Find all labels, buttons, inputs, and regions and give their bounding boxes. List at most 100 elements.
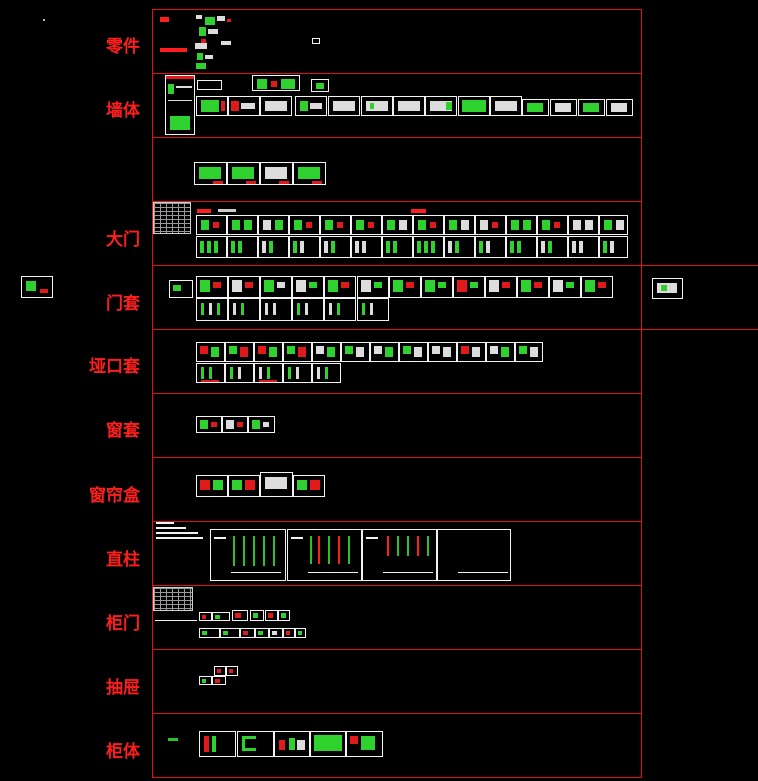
wall-sheet[interactable] xyxy=(550,99,577,116)
row-label-window-frame[interactable]: 窗套 xyxy=(106,421,140,441)
door-sheet[interactable] xyxy=(506,236,537,258)
opening-frame-sheet[interactable] xyxy=(254,342,283,362)
row-label-cabinet-body[interactable]: 柜体 xyxy=(106,742,140,762)
door-sheet[interactable] xyxy=(289,236,320,258)
door-sheet[interactable] xyxy=(351,236,382,258)
row-label-drawer[interactable]: 抽屉 xyxy=(106,678,140,698)
door-frame-sheet[interactable] xyxy=(357,298,389,321)
opening-frame-sheet[interactable] xyxy=(312,363,341,383)
door-frame-sheet[interactable] xyxy=(196,276,228,298)
door-frame-sheet[interactable] xyxy=(260,276,292,298)
wall-sheet[interactable] xyxy=(606,99,633,116)
blank-row-sheet[interactable] xyxy=(293,162,326,185)
window-frame-sheet[interactable] xyxy=(222,416,248,433)
row-label-wall[interactable]: 墙体 xyxy=(106,101,140,121)
door-sheet[interactable] xyxy=(382,236,413,258)
cabinet-door-sheet[interactable] xyxy=(240,628,255,638)
door-frame-sheet[interactable] xyxy=(485,276,517,298)
row-label-opening-frame[interactable]: 垭口套 xyxy=(89,357,140,377)
cabinet-body-sheet[interactable] xyxy=(274,731,310,757)
column-sheet[interactable] xyxy=(287,529,362,581)
door-frame-sheet[interactable] xyxy=(196,298,228,321)
door-frame-sheet[interactable] xyxy=(517,276,549,298)
door-frame-sheet[interactable] xyxy=(581,276,613,298)
wall-sheet[interactable] xyxy=(228,96,260,116)
cabinet-door-sheet[interactable] xyxy=(269,628,283,638)
door-sheet[interactable] xyxy=(537,215,568,235)
door-frame-sheet[interactable] xyxy=(292,298,324,321)
door-sheet[interactable] xyxy=(537,236,568,258)
curtain-box-sheet[interactable] xyxy=(228,475,260,497)
column-sheet[interactable] xyxy=(362,529,437,581)
door-sheet[interactable] xyxy=(568,215,599,235)
cabinet-door-schedule-table[interactable] xyxy=(153,587,193,611)
curtain-box-sheet[interactable] xyxy=(293,475,325,497)
door-frame-outside-left-sheet[interactable] xyxy=(21,276,53,298)
wall-sheet[interactable] xyxy=(458,96,490,116)
drawer-sheet[interactable] xyxy=(212,676,226,685)
curtain-box-sheet[interactable] xyxy=(196,475,228,497)
opening-frame-sheet[interactable] xyxy=(428,342,457,362)
door-sheet[interactable] xyxy=(475,215,506,235)
door-sheet[interactable] xyxy=(227,236,258,258)
opening-frame-sheet[interactable] xyxy=(457,342,486,362)
door-frame-outside-right-sheet[interactable] xyxy=(652,278,683,299)
drawer-sheet[interactable] xyxy=(226,666,238,676)
blank-row-sheet[interactable] xyxy=(260,162,293,185)
opening-frame-sheet[interactable] xyxy=(254,363,283,383)
door-frame-sheet[interactable] xyxy=(228,298,260,321)
wall-legend-table[interactable] xyxy=(165,75,195,135)
row-label-column[interactable]: 直柱 xyxy=(106,550,140,570)
cabinet-door-sheet[interactable] xyxy=(255,628,269,638)
cabinet-door-sheet[interactable] xyxy=(250,610,264,621)
drawer-sheet[interactable] xyxy=(214,666,226,676)
door-frame-sheet[interactable] xyxy=(421,276,453,298)
row-label-parts[interactable]: 零件 xyxy=(106,37,140,57)
door-sheet[interactable] xyxy=(568,236,599,258)
column-sheet-empty[interactable] xyxy=(437,529,511,581)
cabinet-door-sheet[interactable] xyxy=(220,628,240,638)
wall-sheet[interactable] xyxy=(361,96,393,116)
wall-sheet[interactable] xyxy=(425,96,457,116)
door-frame-sheet[interactable] xyxy=(453,276,485,298)
window-frame-sheet[interactable] xyxy=(248,416,275,433)
row-label-curtain-box[interactable]: 窗帘盒 xyxy=(89,486,140,506)
drawer-sheet[interactable] xyxy=(199,676,212,685)
door-frame-sheet[interactable] xyxy=(324,298,356,321)
cabinet-door-sheet[interactable] xyxy=(199,628,220,638)
door-sheet[interactable] xyxy=(444,215,475,235)
cabinet-door-sheet[interactable] xyxy=(212,612,230,621)
wall-sheet[interactable] xyxy=(328,96,360,116)
door-frame-sheet[interactable] xyxy=(228,276,260,298)
row-label-door[interactable]: 大门 xyxy=(106,230,140,250)
door-sheet[interactable] xyxy=(320,215,351,235)
door-schedule-table[interactable] xyxy=(153,202,191,234)
door-frame-sheet[interactable] xyxy=(549,276,581,298)
cabinet-door-sheet[interactable] xyxy=(283,628,295,638)
opening-frame-sheet[interactable] xyxy=(341,342,370,362)
door-frame-sheet[interactable] xyxy=(260,298,292,321)
cabinet-door-sheet[interactable] xyxy=(232,610,248,621)
cabinet-body-sheet[interactable] xyxy=(346,731,383,757)
door-sheet[interactable] xyxy=(258,215,289,235)
opening-frame-sheet[interactable] xyxy=(370,342,399,362)
wall-sheet[interactable] xyxy=(295,96,327,116)
door-sheet[interactable] xyxy=(320,236,351,258)
door-sheet[interactable] xyxy=(599,215,628,235)
door-sheet[interactable] xyxy=(227,215,258,235)
cabinet-door-sheet[interactable] xyxy=(295,628,306,638)
wall-note[interactable] xyxy=(197,80,222,90)
cabinet-body-sheet[interactable] xyxy=(237,731,274,757)
door-sheet[interactable] xyxy=(413,215,444,235)
door-sheet[interactable] xyxy=(506,215,537,235)
wall-sheet[interactable] xyxy=(578,99,605,116)
opening-frame-sheet[interactable] xyxy=(196,342,225,362)
cabinet-body-sheet[interactable] xyxy=(310,731,346,757)
opening-frame-sheet[interactable] xyxy=(399,342,428,362)
cabinet-door-sheet[interactable] xyxy=(265,610,278,621)
door-sheet[interactable] xyxy=(196,236,227,258)
door-sheet[interactable] xyxy=(599,236,628,258)
blank-row-sheet[interactable] xyxy=(227,162,260,185)
opening-frame-sheet[interactable] xyxy=(283,363,312,383)
wall-sheet[interactable] xyxy=(393,96,425,116)
